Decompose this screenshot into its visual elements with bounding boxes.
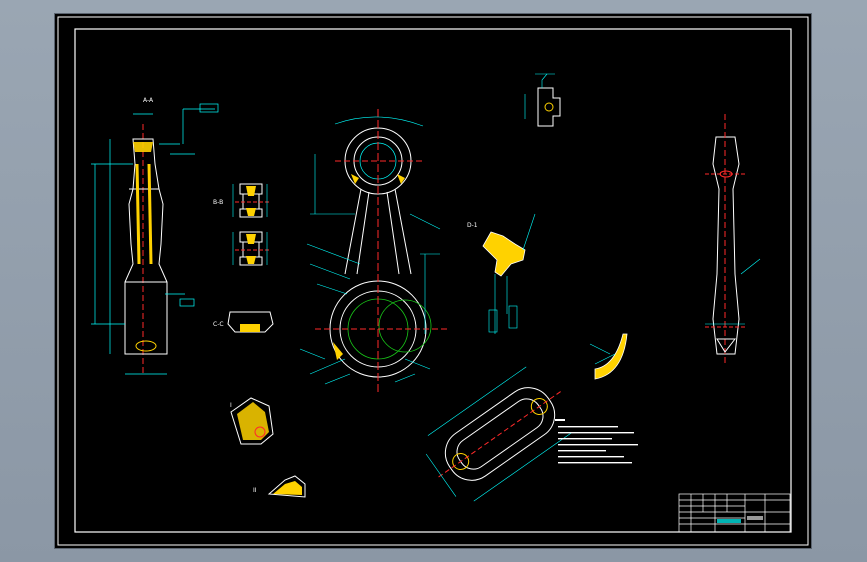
title-block: [678, 493, 791, 533]
technical-notes: [555, 419, 638, 464]
right-rod-view: [705, 114, 761, 364]
label-ii: II: [253, 487, 257, 494]
section-views-column: [227, 183, 306, 498]
label-aa: A-A: [143, 97, 154, 104]
view-labels: A-A B-B C-C D-1 I II: [143, 97, 478, 494]
main-rod-view: [299, 109, 450, 394]
top-detail-view: [524, 73, 561, 127]
d1-detail-view: [482, 213, 536, 334]
label-cc: C-C: [213, 321, 224, 328]
label-d: D-1: [467, 222, 478, 229]
label-bb: B-B: [213, 199, 223, 206]
cad-drawing: A-A B-B C-C D-1 I II: [57, 16, 809, 546]
left-elevation-view: [91, 103, 219, 375]
rotated-cap-view: [425, 366, 573, 502]
curved-piece: [589, 333, 628, 380]
sheet-outer-border: [57, 16, 809, 546]
label-i: I: [230, 402, 232, 409]
drawing-viewport[interactable]: A-A B-B C-C D-1 I II: [55, 14, 811, 548]
sheet-inner-border: [74, 28, 792, 533]
